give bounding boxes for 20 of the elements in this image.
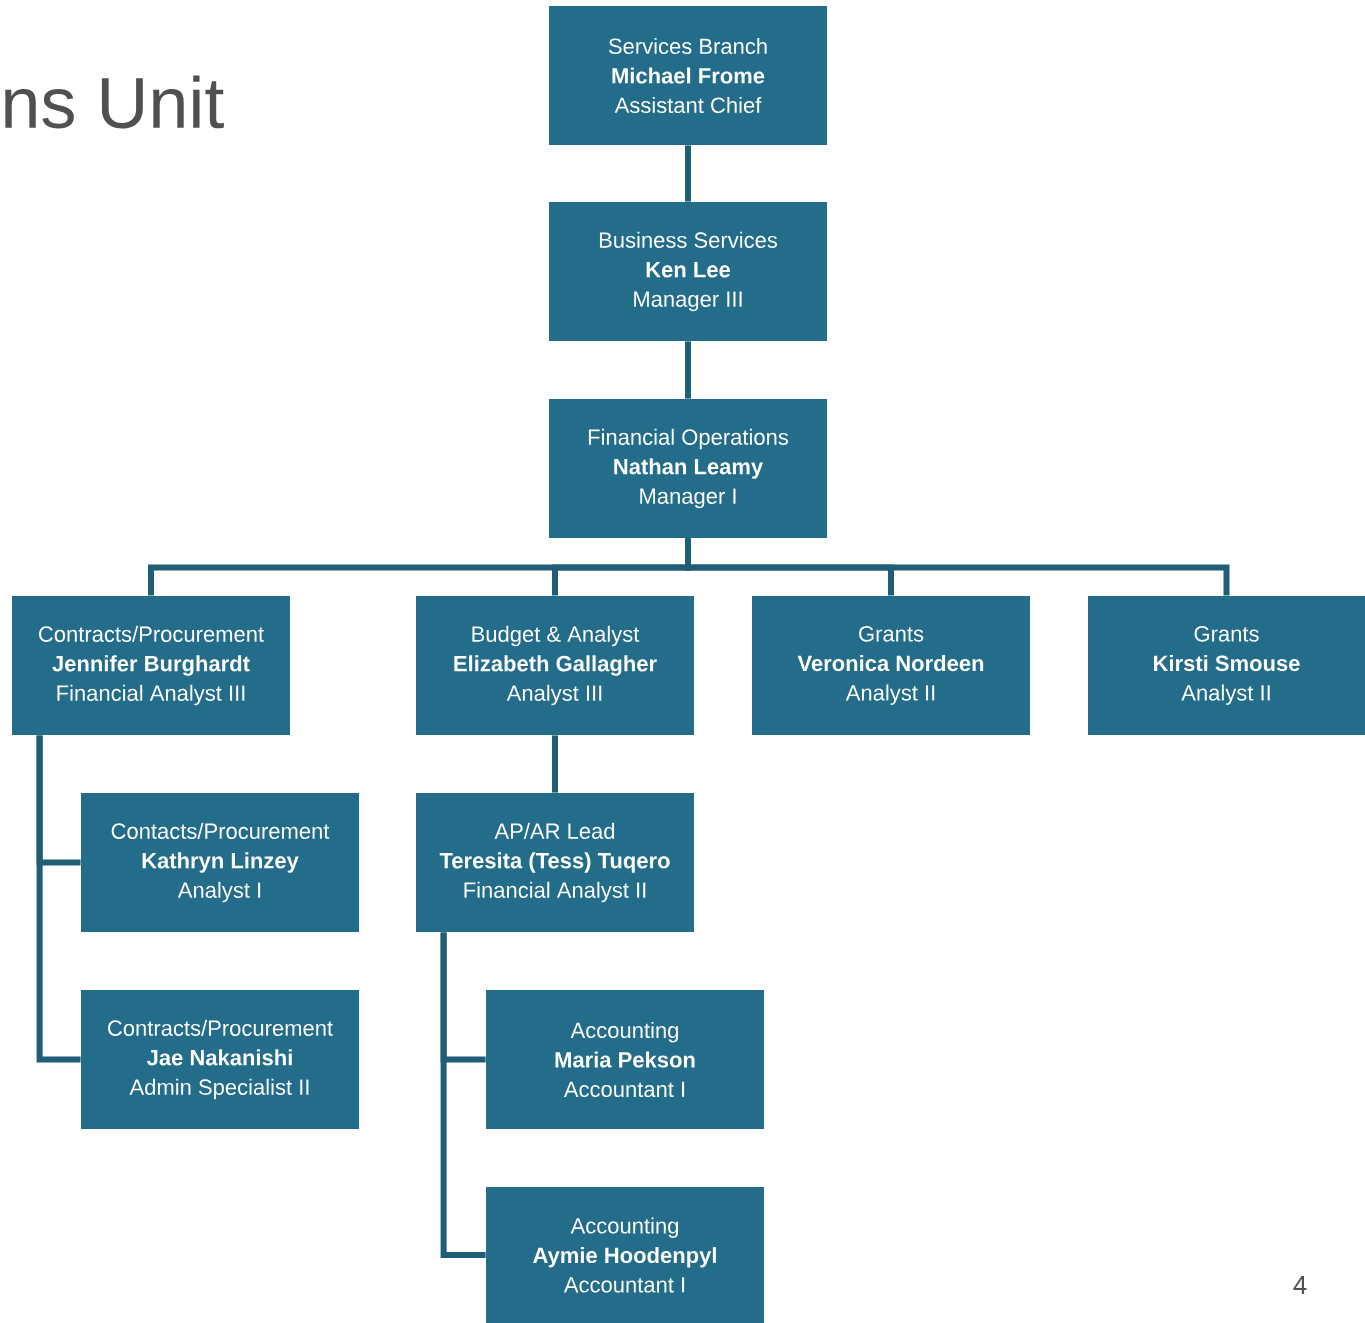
org-box: Budget & Analyst Elizabeth Gallagher Analyst III: [416, 596, 694, 735]
org-box: AP/AR Lead Teresita (Tess) Tuqero Financial Analyst II: [416, 793, 694, 932]
org-box: Contracts/Procurement Jae Nakanishi Admin Specialist II: [81, 990, 359, 1129]
page-number: 4: [1293, 1276, 1307, 1294]
connector: [685, 341, 691, 399]
org-box: Accounting Maria Pekson Accountant I: [486, 990, 764, 1129]
connector: [440, 932, 486, 1258]
org-box: Grants Kirsti Smouse Analyst II: [1088, 596, 1365, 735]
org-box: Services Branch Michael Frome Assistant Chief: [549, 6, 827, 145]
connector: [685, 145, 691, 202]
connector: [552, 735, 558, 793]
org-box: Business Services Ken Lee Manager III: [549, 202, 827, 341]
org-box: Financial Operations Nathan Leamy Manager I: [549, 399, 827, 538]
org-box: Contacts/Procurement Kathryn Linzey Analyst I: [81, 793, 359, 932]
org-box: Grants Veronica Nordeen Analyst II: [752, 596, 1030, 735]
org-box: Accounting Aymie Hoodenpyl Accountant I: [486, 1187, 764, 1323]
connector: [36, 735, 81, 1063]
org-box: Contracts/Procurement Jennifer Burghardt Financial Analyst III: [12, 596, 290, 735]
connector: [685, 538, 1230, 596]
title: ns Unit: [5, 75, 224, 129]
